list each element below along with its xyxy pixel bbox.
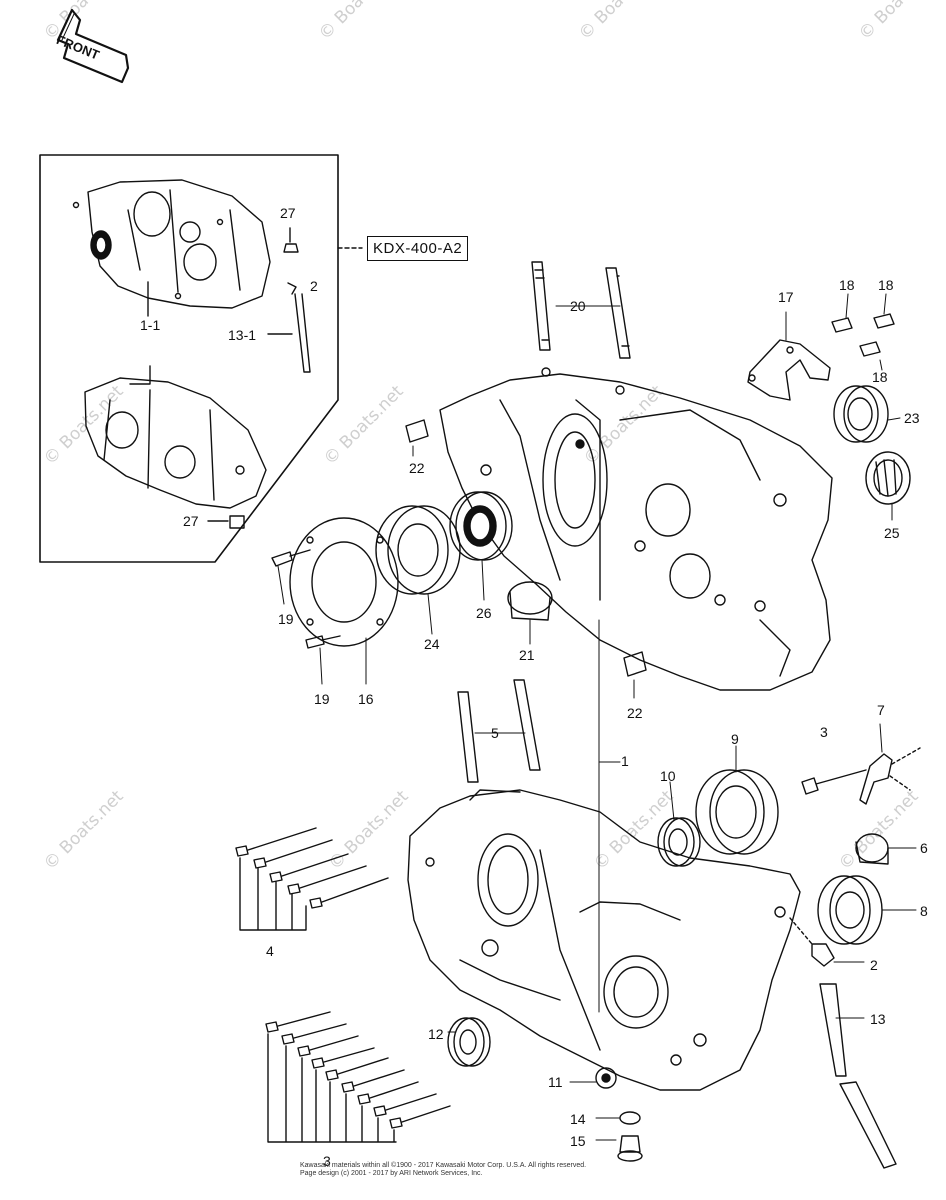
bracket-7	[859, 753, 893, 805]
collar-21	[507, 581, 553, 621]
bolt-18b	[873, 313, 895, 329]
callout-24: 24	[424, 636, 440, 652]
upper-crankcase-half	[439, 367, 833, 691]
copyright-line-1: Kawasaki materials within all ©1900 - 20…	[300, 1162, 587, 1169]
callout-18: 18	[839, 277, 855, 293]
callout-23: 23	[904, 410, 920, 426]
needle-bearing-25	[865, 451, 911, 505]
bolt-18a	[831, 317, 853, 333]
gasket-plate-16	[289, 517, 399, 647]
bearing-9	[695, 769, 779, 855]
callout-27: 27	[183, 513, 199, 529]
lower-crankcase-half	[407, 789, 801, 1091]
callout-10: 10	[660, 768, 676, 784]
stud-bolts-5	[457, 679, 541, 783]
callout-22: 22	[627, 705, 643, 721]
washer-14	[619, 1111, 641, 1125]
callout-17: 17	[778, 289, 794, 305]
leader-7	[889, 747, 921, 791]
callout-19: 19	[278, 611, 294, 627]
callout-2: 2	[310, 278, 318, 294]
bearing-24	[375, 505, 461, 595]
callout-13: 13	[870, 1011, 886, 1027]
copyright-line-2: Page design (c) 2001 - 2017 by ARI Netwo…	[300, 1170, 483, 1177]
inset-frame	[39, 154, 363, 563]
bracket-17	[747, 339, 831, 401]
stud-bolts-20	[531, 261, 631, 359]
callout-1: 1	[621, 753, 629, 769]
callout-7: 7	[877, 702, 885, 718]
bolt-set-3	[265, 1011, 451, 1143]
oil-seal-10	[657, 817, 701, 867]
callout-15: 15	[570, 1133, 586, 1149]
bearing-8	[817, 875, 883, 945]
callout-22: 22	[409, 460, 425, 476]
callout-5: 5	[491, 725, 499, 741]
callout-12: 12	[428, 1026, 444, 1042]
screw-19-upper	[271, 549, 311, 567]
bolt-3-upper	[801, 769, 867, 795]
dowel-pin-22-lower	[623, 651, 647, 677]
callout-1-1: 1-1	[140, 317, 161, 333]
callout-18: 18	[878, 277, 894, 293]
callout-14: 14	[570, 1111, 586, 1127]
bearing-23	[833, 385, 889, 443]
inset-crankcase-lower	[84, 377, 267, 509]
inset-small-parts	[129, 227, 311, 529]
oil-seal-26	[449, 491, 513, 561]
callout-21: 21	[519, 647, 535, 663]
bolt-18c	[859, 341, 881, 357]
copyright-notice: Kawasaki materials within all ©1900 - 20…	[300, 1162, 660, 1178]
callout-19: 19	[314, 691, 330, 707]
drain-plug-15	[617, 1135, 643, 1162]
leader-fitting-2	[789, 917, 813, 945]
callout-4: 4	[266, 943, 274, 959]
callout-18: 18	[872, 369, 888, 385]
callout-9: 9	[731, 731, 739, 747]
callout-2: 2	[870, 957, 878, 973]
callout-6: 6	[920, 840, 928, 856]
dowel-pin-22-upper	[405, 419, 429, 443]
breather-fitting-2	[811, 943, 835, 967]
callout-13-1: 13-1	[228, 327, 257, 343]
collar-6	[855, 833, 889, 865]
front-arrow-icon	[56, 8, 130, 84]
inset-crankcase-upper	[72, 179, 271, 309]
bolt-set-4	[235, 827, 389, 931]
model-label: KDX-400-A2	[367, 236, 469, 261]
callout-25: 25	[884, 525, 900, 541]
leader-lines	[209, 293, 917, 1141]
callout-26: 26	[476, 605, 492, 621]
callout-11: 11	[548, 1074, 563, 1090]
breather-hose-13	[819, 983, 897, 1169]
oil-seal-12	[447, 1017, 491, 1067]
callout-3: 3	[323, 1153, 331, 1169]
oil-seal-11	[595, 1067, 617, 1089]
callout-27: 27	[280, 205, 296, 221]
callout-3: 3	[820, 724, 828, 740]
callout-8: 8	[920, 903, 928, 919]
callout-20: 20	[570, 298, 586, 314]
callout-16: 16	[358, 691, 374, 707]
screw-19-lower	[305, 635, 341, 649]
